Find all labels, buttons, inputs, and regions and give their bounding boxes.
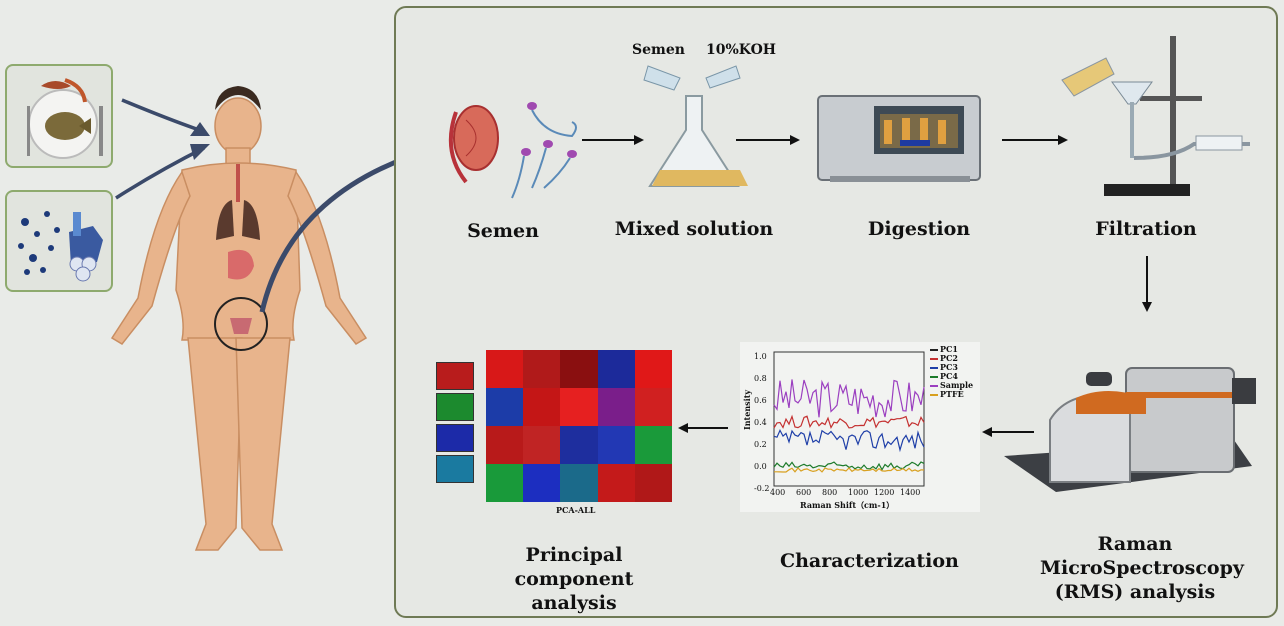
sperm-cells-icon — [511, 109, 577, 199]
xtick-label: 600 — [796, 488, 812, 497]
pca-component-map — [436, 455, 474, 483]
pca-heatmap — [486, 350, 672, 502]
step-digestion-label: Digestion — [867, 218, 971, 240]
pca-cell — [523, 350, 561, 388]
legend-item: Sample — [930, 380, 973, 390]
spectrum-series — [773, 429, 925, 453]
ytick-label: 0.2 — [754, 440, 767, 449]
pca-line-1: Principal component — [514, 544, 634, 590]
stomach-icon — [228, 249, 254, 280]
pca-cell — [597, 350, 635, 388]
ytick-label: 0.8 — [754, 374, 767, 383]
legend-item: PC2 — [930, 353, 958, 363]
testis-icon — [448, 105, 499, 184]
pca-cell — [634, 388, 672, 426]
ytick-label: 1.0 — [754, 352, 767, 361]
reproductive-circle — [214, 297, 268, 351]
pca-cell — [560, 388, 598, 426]
pca-caption: PCA-ALL — [556, 505, 596, 515]
step-pca-label: Principal component analysis — [472, 543, 676, 615]
spectrum-chart: Intensity Raman Shift（cm-1） 1.0 0.8 0.6 0.4… — [740, 342, 980, 512]
xtick-label: 400 — [770, 488, 786, 497]
pca-cell — [560, 426, 598, 464]
test-tube-koh-icon — [705, 65, 741, 89]
pca-cell — [523, 388, 561, 426]
step-characterization-label: Characterization — [780, 550, 959, 572]
ytick-label: 0.0 — [754, 462, 767, 471]
legend-item: PTFE — [930, 389, 964, 399]
legend-item: PC4 — [930, 371, 958, 381]
food-source-box — [5, 64, 113, 168]
pca-cell — [523, 426, 561, 464]
spectrum-series — [773, 379, 925, 418]
pca-cell — [597, 426, 635, 464]
xtick-label: 800 — [822, 488, 838, 497]
pca-component-map — [436, 424, 474, 452]
step-mixed-label: Mixed solution — [614, 218, 774, 240]
spectrum-axes — [773, 351, 925, 487]
spectrum-series — [773, 414, 925, 429]
pca-cell — [523, 464, 561, 502]
step-filtration-label: Filtration — [1095, 218, 1197, 240]
pca-component-map — [436, 393, 474, 421]
spectrum-ylabel: Intensity — [742, 389, 752, 430]
pca-cell — [634, 350, 672, 388]
pca-cell — [634, 464, 672, 502]
raman-microscope-icon — [1004, 367, 1256, 492]
spectrum-xlabel: Raman Shift（cm-1） — [800, 500, 895, 510]
pca-cell — [486, 464, 524, 502]
pca-cell — [486, 350, 524, 388]
pca-cell — [486, 426, 524, 464]
legend-item: PC1 — [930, 344, 958, 354]
reagent-koh-label: 10%KOH — [706, 42, 776, 58]
rms-line-2: MicroSpectroscopy — [1040, 557, 1244, 579]
digestion-oven-icon — [817, 95, 981, 182]
pca-cell — [634, 426, 672, 464]
filtration-setup-icon — [1061, 36, 1250, 196]
step-rms-label: Raman MicroSpectroscopy (RMS) analysis — [1040, 532, 1244, 604]
xtick-label: 1200 — [874, 488, 895, 497]
xtick-label: 1400 — [900, 488, 921, 497]
microplastic-box — [5, 190, 113, 292]
pca-cell — [560, 350, 598, 388]
xtick-label: 1000 — [848, 488, 869, 497]
lungs-icon — [216, 164, 260, 240]
ytick-label: -0.2 — [754, 484, 770, 493]
flask-icon — [648, 95, 748, 187]
legend-item: PC3 — [930, 362, 958, 372]
pca-cell — [486, 388, 524, 426]
microplastic-particles-icon — [18, 211, 103, 282]
pca-cell — [560, 464, 598, 502]
step-semen-label: Semen — [467, 220, 539, 242]
pca-cell — [597, 388, 635, 426]
pca-cell — [597, 464, 635, 502]
pca-line-2: analysis — [531, 592, 617, 614]
seafood-plate-icon — [27, 78, 103, 159]
spectrum-series — [774, 467, 925, 473]
pca-component-map — [436, 362, 474, 390]
reagent-semen-label: Semen — [632, 42, 685, 58]
rms-line-1: Raman — [1097, 533, 1173, 555]
ytick-label: 0.4 — [754, 418, 767, 427]
rms-line-3: (RMS) analysis — [1054, 581, 1216, 603]
spectrum-plot — [773, 351, 925, 487]
test-tube-semen-icon — [643, 65, 681, 91]
ytick-label: 0.6 — [754, 396, 767, 405]
